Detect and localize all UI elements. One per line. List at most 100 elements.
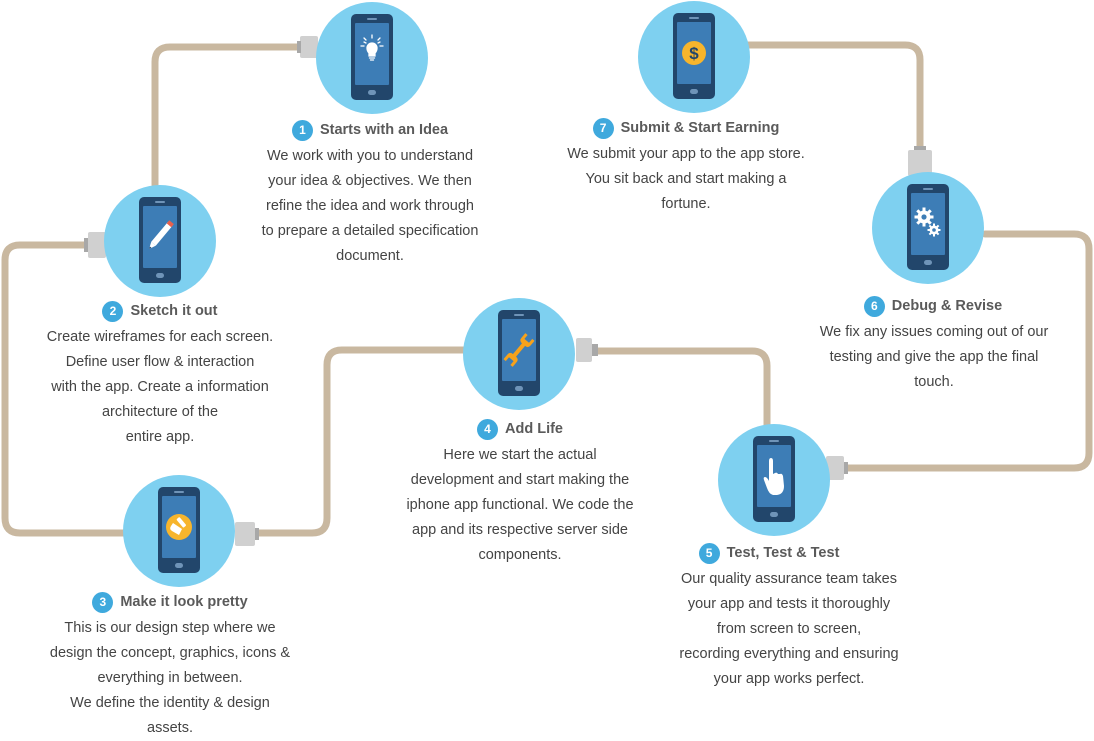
step-5-text: 5 Test, Test & Test Our quality assuranc… <box>630 542 948 692</box>
wire-1-2 <box>151 43 304 189</box>
step-title: Starts with an Idea <box>319 122 449 138</box>
step-number-badge: 7 <box>592 117 614 139</box>
step-5-circle <box>718 424 830 536</box>
description-line: everything in between. <box>97 670 243 686</box>
step-1-circle <box>316 2 428 114</box>
description-line: We fix any issues coming out of our <box>819 324 1049 340</box>
step-5-heading: 5 Test, Test & Test <box>630 542 948 564</box>
description-line: architecture of the <box>101 404 219 420</box>
step-2-text: 2 Sketch it out Create wireframes for ea… <box>10 300 310 450</box>
step-4-text: 4 Add Life Here we start the actual deve… <box>370 418 670 568</box>
step-7-text: 7 Submit & Start Earning We submit your … <box>530 117 842 217</box>
step-description: We submit your app to the app store. You… <box>530 142 842 217</box>
lightbulb-icon <box>360 34 384 61</box>
description-line: touch. <box>914 374 954 390</box>
step-number-badge: 6 <box>863 295 885 317</box>
step-title: Debug & Revise <box>891 298 1003 314</box>
description-line: from screen to screen, <box>716 621 862 637</box>
step-description: We work with you to understand your idea… <box>214 144 526 269</box>
description-line: We work with you to understand <box>266 148 474 164</box>
step-3-circle <box>123 475 235 587</box>
wire-5-6 <box>839 230 1093 472</box>
description-line: We submit your app to the app store. <box>567 146 805 162</box>
step-6-text: 6 Debug & Revise We fix any issues comin… <box>785 295 1094 395</box>
phone-icon: $ <box>673 13 715 99</box>
step-number-badge: 4 <box>477 418 498 440</box>
touch-hand-icon <box>763 458 784 495</box>
paint-brush-icon <box>166 514 192 540</box>
step-title: Submit & Start Earning <box>620 120 780 136</box>
description-line: document. <box>336 248 404 264</box>
step-number-badge: 3 <box>92 591 114 613</box>
plug-4-right <box>576 338 592 362</box>
step-description: We fix any issues coming out of our test… <box>785 320 1094 395</box>
step-number-badge: 5 <box>698 542 720 564</box>
step-title: Test, Test & Test <box>726 545 840 561</box>
step-number-badge: 2 <box>102 300 124 322</box>
step-3-text: 3 Make it look pretty This is our design… <box>20 591 320 741</box>
pencil-icon <box>149 220 174 250</box>
plug-1 <box>300 36 318 58</box>
wire-2-3 <box>1 241 129 537</box>
phone-icon <box>753 436 795 522</box>
wrench-icon <box>503 333 535 367</box>
description-line: You sit back and start making a <box>585 171 787 187</box>
phone-icon <box>139 197 181 283</box>
step-2-heading: 2 Sketch it out <box>10 300 310 322</box>
step-6-heading: 6 Debug & Revise <box>785 295 1094 317</box>
wire-4-5 <box>588 347 771 429</box>
step-title: Make it look pretty <box>120 594 248 610</box>
description-line: design the concept, graphics, icons & <box>49 645 291 661</box>
description-line: entire app. <box>125 429 195 445</box>
description-line: app and its respective server side <box>412 522 628 538</box>
gears-icon <box>914 207 941 237</box>
svg-text:$: $ <box>689 44 699 63</box>
description-line: Define user flow & interaction <box>65 354 255 370</box>
phone-icon <box>351 14 393 100</box>
step-3-heading: 3 Make it look pretty <box>20 591 320 613</box>
description-line: to prepare a detailed specification <box>261 223 479 239</box>
description-line: This is our design step where we <box>64 620 276 636</box>
step-2-circle <box>104 185 216 297</box>
phone-icon <box>498 310 540 396</box>
step-title: Add Life <box>505 421 563 437</box>
step-7-circle: $ <box>638 1 750 113</box>
description-line: refine the idea and work through <box>266 198 474 214</box>
description-line: your app works perfect. <box>713 671 865 687</box>
step-title: Sketch it out <box>130 303 218 319</box>
wire-6-7 <box>744 41 924 156</box>
description-line: assets. <box>147 720 193 736</box>
step-description: Here we start the actual development and… <box>370 443 670 568</box>
phone-icon <box>907 184 949 270</box>
description-line: your app and tests it thoroughly <box>687 596 891 612</box>
description-line: development and start making the <box>410 472 630 488</box>
description-line: Our quality assurance team takes <box>681 571 897 587</box>
description-line: recording everything and ensuring <box>679 646 899 662</box>
description-line: your idea & objectives. We then <box>268 173 472 189</box>
step-4-circle <box>463 298 575 410</box>
plug-3-right <box>235 522 255 546</box>
plug-6-top <box>908 150 932 176</box>
description-line: Create wireframes for each screen. <box>46 329 274 345</box>
step-6-circle <box>872 172 984 284</box>
step-number-badge: 1 <box>291 119 313 141</box>
description-line: fortune. <box>661 196 711 212</box>
description-line: testing and give the app the final <box>829 349 1039 365</box>
description-line: We define the identity & design <box>70 695 270 711</box>
plug-2-left <box>88 232 106 258</box>
wire-3-4 <box>248 346 469 537</box>
description-line: Here we start the actual <box>443 447 597 463</box>
dollar-coin-icon: $ <box>682 41 706 65</box>
step-1-text: 1 Starts with an Idea We work with you t… <box>214 119 526 269</box>
phone-icon <box>158 487 200 573</box>
step-description: Our quality assurance team takes your ap… <box>630 567 948 692</box>
step-7-heading: 7 Submit & Start Earning <box>530 117 842 139</box>
plug-5-right <box>826 456 844 480</box>
description-line: components. <box>478 547 562 563</box>
step-description: This is our design step where we design … <box>20 616 320 741</box>
step-4-heading: 4 Add Life <box>370 418 670 440</box>
step-description: Create wireframes for each screen. Defin… <box>10 325 310 450</box>
description-line: iphone app functional. We code the <box>406 497 634 513</box>
step-1-heading: 1 Starts with an Idea <box>214 119 526 141</box>
